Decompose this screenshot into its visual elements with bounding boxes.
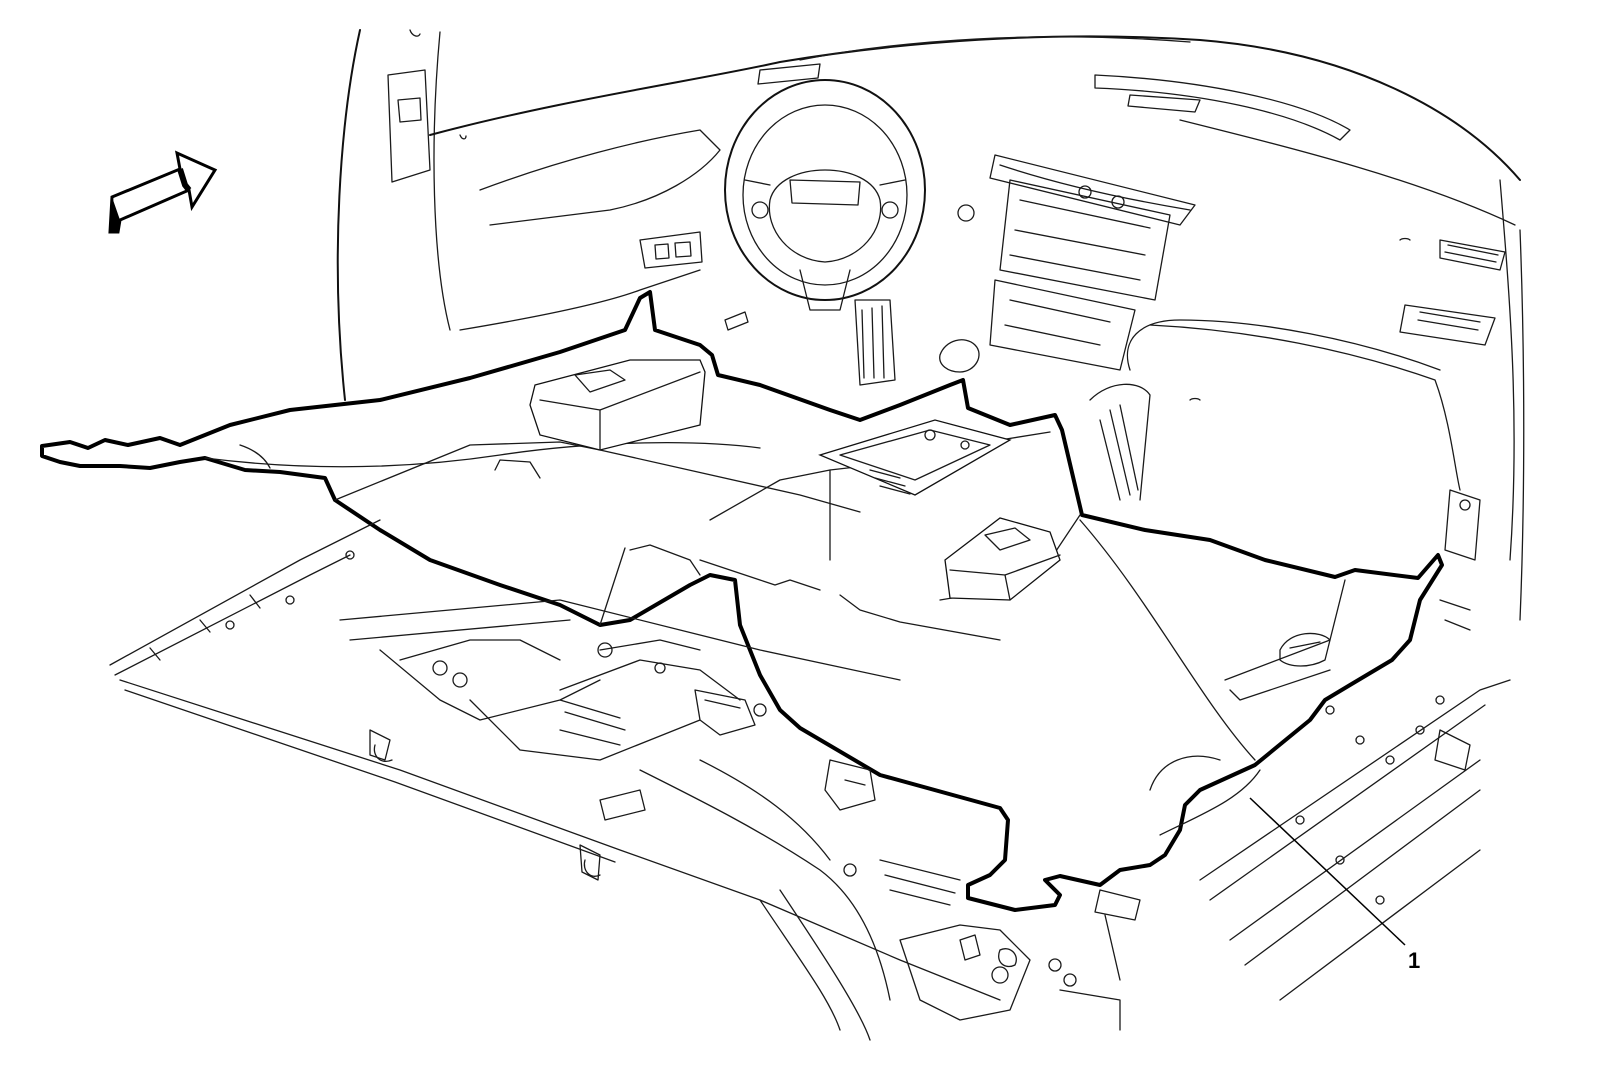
callout-1: 1	[1249, 797, 1420, 973]
forward-arrow-icon	[108, 150, 218, 234]
floor-carpet	[40, 290, 1444, 912]
floor-pan	[109, 519, 1511, 1041]
right-pillar	[1439, 179, 1525, 631]
door-opening	[336, 29, 467, 401]
front-door-trim	[459, 129, 721, 331]
steering-wheel	[724, 79, 975, 311]
passenger-footwell	[1089, 319, 1461, 501]
pedal-area	[724, 299, 980, 386]
callout-1-label: 1	[1408, 948, 1420, 973]
dashboard	[429, 35, 1521, 371]
